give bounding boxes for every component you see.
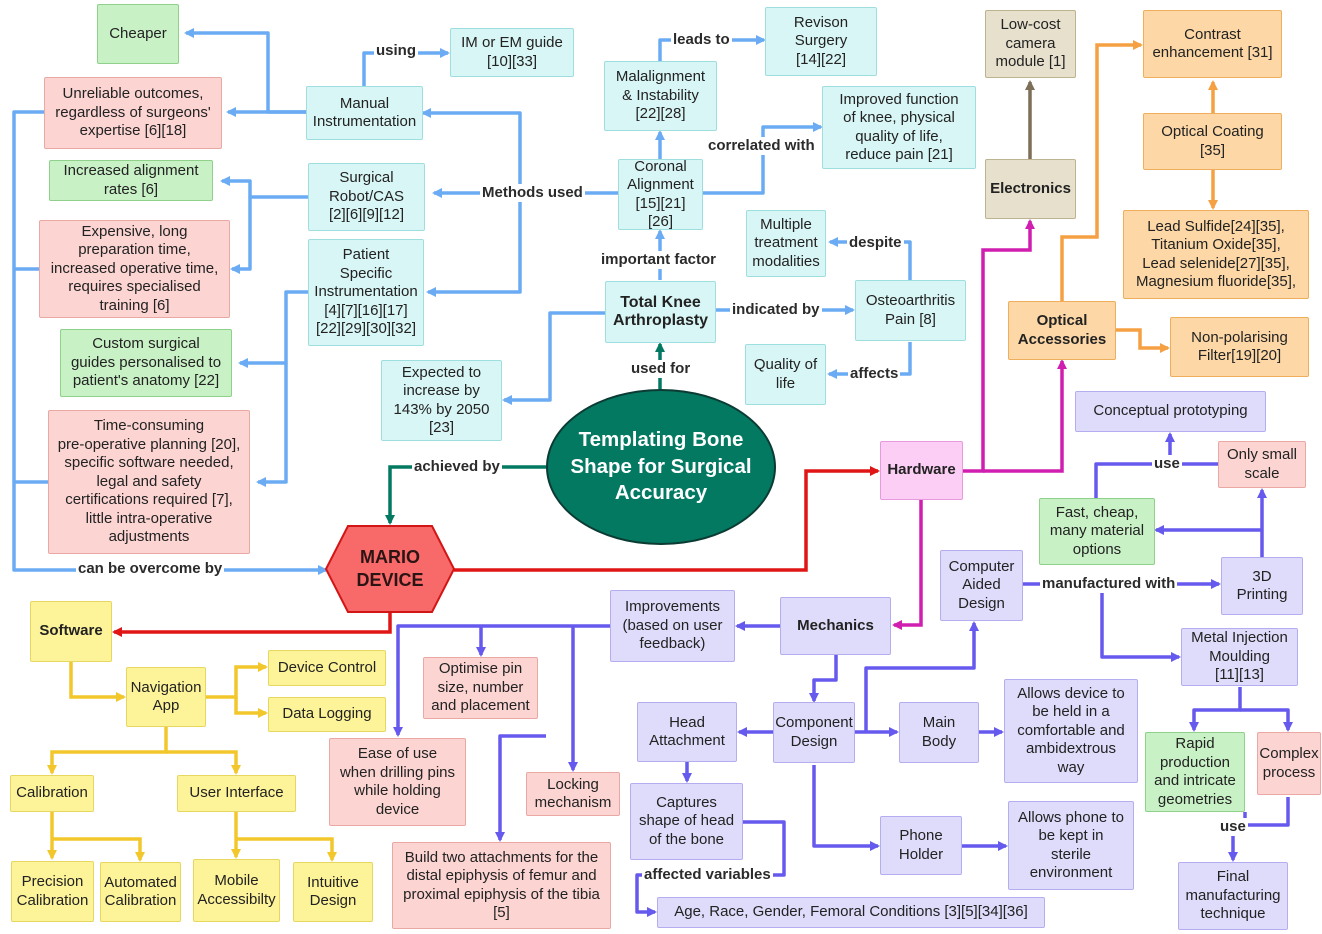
edge-label-using: using	[374, 42, 418, 60]
mario-hexagon	[324, 525, 456, 613]
edge-label-achieved-by: achieved by	[412, 458, 502, 476]
edge-label-despite: despite	[847, 234, 904, 252]
node-conceptual-prototyping: Conceptual prototyping	[1075, 391, 1266, 432]
node-cheaper: Cheaper	[97, 4, 179, 64]
node-metal-injection-moulding: Metal Injection Moulding [11][13]	[1181, 628, 1298, 686]
node-malalignment: Malalignment & Instability [22][28]	[604, 61, 717, 131]
edge-label-correlated-with: correlated with	[706, 137, 817, 155]
node-affected-variables: Age, Race, Gender, Femoral Conditions [3…	[657, 897, 1045, 928]
node-mobile-accessibility: Mobile Accessibilty	[193, 859, 280, 922]
node-lead-sulfide: Lead Sulfide[24][35], Titanium Oxide[35]…	[1123, 210, 1309, 299]
node-revision-surgery: Revison Surgery [14][22]	[765, 7, 877, 76]
edge-label-manufactured-with: manufactured with	[1040, 575, 1178, 593]
node-increased-alignment: Increased alignment rates [6]	[49, 160, 213, 201]
node-automated-calibration: Automated Calibration	[100, 862, 181, 922]
node-allows-phone: Allows phone to be kept in sterile envir…	[1008, 801, 1134, 890]
node-user-interface: User Interface	[177, 775, 296, 812]
node-unreliable-outcomes: Unreliable outcomes, regardless of surge…	[44, 77, 222, 149]
node-ease-of-use: Ease of use when drilling pins while hol…	[329, 738, 466, 826]
mario-device-node: MARIO DEVICE	[356, 547, 424, 590]
node-time-consuming: Time-consuming pre-operative planning [2…	[48, 410, 250, 554]
node-device-control: Device Control	[268, 650, 386, 686]
node-mechanics: Mechanics	[780, 597, 891, 655]
node-locking-mechanism: Locking mechanism	[526, 772, 620, 816]
edge-label-important-factor: important factor	[599, 251, 719, 269]
edge-label-affected-variables: affected variables	[642, 866, 773, 884]
node-data-logging: Data Logging	[268, 697, 386, 732]
node-only-small-scale: Only small scale	[1218, 441, 1306, 488]
node-cad: Computer Aided Design	[940, 550, 1023, 621]
node-allows-held: Allows device to be held in a comfortabl…	[1004, 679, 1138, 783]
node-contrast-enhancement: Contrast enhancement [31]	[1143, 10, 1282, 78]
edge-label-methods-used: Methods used	[480, 184, 585, 202]
node-optimise-pin: Optimise pin size, number and placement	[423, 657, 538, 719]
node-captures-shape: Captures shape of head of the bone	[630, 783, 743, 860]
node-optical-accessories: Optical Accessories	[1008, 301, 1116, 360]
node-optical-coating: Optical Coating [35]	[1143, 113, 1282, 170]
node-complex-process: Complex process	[1257, 732, 1321, 795]
node-custom-guides: Custom surgical guides personalised to p…	[60, 329, 232, 397]
node-main-body: Main Body	[899, 702, 979, 763]
node-low-cost-camera: Low-cost camera module [1]	[985, 10, 1076, 78]
node-component-design: Component Design	[773, 702, 855, 763]
node-expected-increase: Expected to increase by 143% by 2050 [23…	[381, 360, 502, 441]
edge-label-leads-to: leads to	[671, 31, 732, 49]
node-3d-printing: 3D Printing	[1221, 557, 1303, 615]
edge-label-indicated-by: indicated by	[730, 301, 822, 319]
edge-label-use-bottom: use	[1218, 818, 1248, 836]
edge-label-can-be-overcome-by: can be overcome by	[76, 560, 225, 578]
edge-label-use-top: use	[1152, 455, 1182, 473]
node-quality-of-life: Quality of life	[745, 344, 826, 405]
node-build-two-attachments: Build two attachments for the distal epi…	[392, 842, 611, 929]
node-im-em-guide: IM or EM guide [10][33]	[450, 28, 574, 77]
node-manual-instrumentation: Manual Instrumentation	[306, 86, 423, 140]
node-total-knee-arthroplasty: Total Knee Arthroplasty	[605, 281, 716, 343]
node-psi: Patient Specific Instrumentation [4][7][…	[308, 239, 424, 346]
node-improved-function: Improved function of knee, physical qual…	[822, 86, 976, 169]
node-navigation-app: Navigation App	[126, 667, 206, 727]
node-non-polarising-filter: Non-polarising Filter[19][20]	[1170, 317, 1309, 377]
node-rapid-production: Rapid production and intricate geometrie…	[1145, 732, 1245, 812]
node-calibration: Calibration	[10, 775, 94, 812]
node-expensive: Expensive, long preparation time, increa…	[39, 220, 230, 318]
node-osteoarthritis-pain: Osteoarthritis Pain [8]	[855, 280, 966, 341]
node-final-manufacturing: Final manufacturing technique	[1178, 862, 1288, 930]
central-topic-ellipse: Templating Bone Shape for Surgical Accur…	[546, 389, 776, 545]
edge-label-used-for: used for	[629, 360, 693, 378]
node-hardware: Hardware	[880, 441, 963, 500]
edge-label-affects: affects	[848, 365, 901, 383]
node-electronics: Electronics	[985, 159, 1076, 219]
node-multiple-treatment: Multiple treatment modalities	[746, 210, 826, 277]
node-improvements: Improvements (based on user feedback)	[610, 590, 735, 662]
node-coronal-alignment: Coronal Alignment [15][21][26]	[618, 158, 703, 230]
node-phone-holder: Phone Holder	[880, 816, 962, 875]
node-head-attachment: Head Attachment	[637, 702, 737, 762]
node-software: Software	[30, 601, 112, 662]
node-fast-cheap: Fast, cheap, many material options	[1039, 498, 1155, 565]
node-precision-calibration: Precision Calibration	[11, 861, 94, 922]
node-intuitive-design: Intuitive Design	[293, 862, 373, 922]
node-surgical-robot: Surgical Robot/CAS [2][6][9][12]	[308, 163, 425, 231]
